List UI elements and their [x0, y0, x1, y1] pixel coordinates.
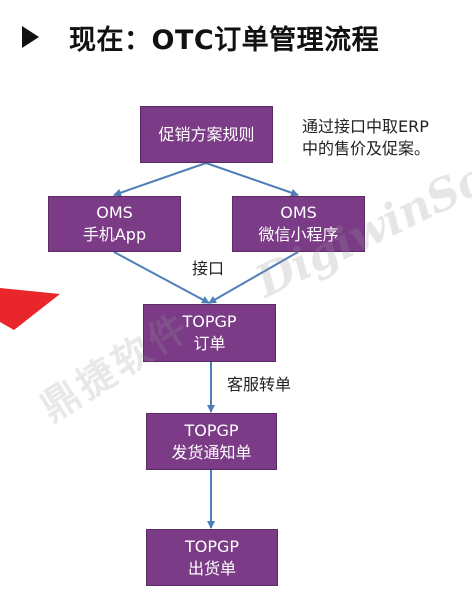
- node-topgp-ship-line2: 出货单: [187, 558, 236, 578]
- node-topgp-order-line1: TOPGP: [182, 312, 237, 331]
- node-oms-app-line1: OMS: [96, 203, 133, 222]
- node-topgp-ship-line1: TOPGP: [184, 536, 240, 556]
- title-row: 现在：OTC订单管理流程: [22, 14, 379, 60]
- edge-mini-to-order: [208, 251, 299, 304]
- node-topgp-ship: TOPGP 出货单: [146, 529, 278, 586]
- node-topgp-order: TOPGP 订单: [143, 304, 276, 362]
- erp-note: 通过接口中取ERP 中的售价及促案。: [302, 116, 468, 160]
- erp-note-line2: 中的售价及促案。: [302, 139, 431, 158]
- node-topgp-notice-line2: 发货通知单: [171, 442, 252, 462]
- play-triangle-icon: [22, 26, 39, 48]
- node-oms-app: OMS 手机App: [48, 196, 181, 252]
- page-title: 现在：OTC订单管理流程: [69, 24, 380, 56]
- red-pointer-arrow-icon: [0, 288, 60, 330]
- node-topgp-notice-line1: TOPGP: [184, 420, 239, 440]
- node-oms-mini-line2: 微信小程序: [258, 225, 339, 244]
- edge-app-to-order: [113, 251, 210, 304]
- edge-label-service-convert: 客服转单: [227, 375, 292, 394]
- node-oms-mini-line1: OMS: [280, 203, 317, 222]
- edge-promo-to-mini: [205, 162, 299, 197]
- node-oms-app-line2: 手机App: [82, 225, 147, 244]
- node-topgp-notice: TOPGP 发货通知单: [146, 413, 277, 470]
- node-oms-mini: OMS 微信小程序: [232, 196, 365, 252]
- node-promo-rules: 促销方案规则: [140, 106, 273, 163]
- node-topgp-order-line2: 订单: [193, 334, 226, 353]
- erp-note-line1: 通过接口中取ERP: [302, 117, 429, 136]
- edge-label-interface: 接口: [192, 259, 225, 278]
- node-promo-rules-label: 促销方案规则: [158, 124, 255, 144]
- edge-promo-to-app: [113, 162, 207, 197]
